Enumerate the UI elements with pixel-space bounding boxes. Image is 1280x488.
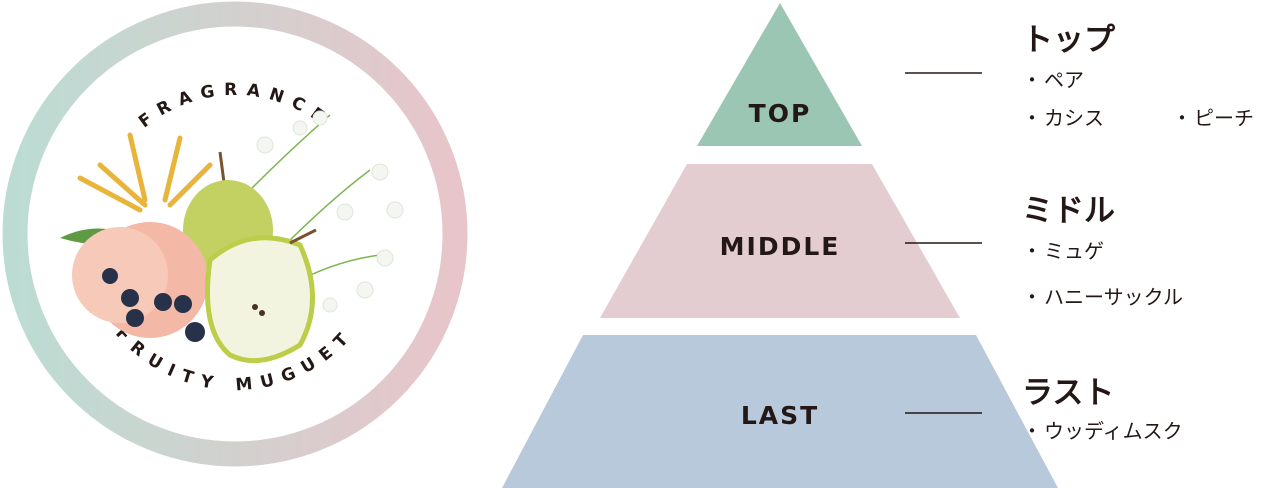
tier-label-top: TOP <box>749 99 812 128</box>
note-text: ミュゲ <box>1044 239 1104 263</box>
pyramid-top-tier <box>697 3 862 146</box>
notes-last-title: ラスト <box>1022 375 1115 411</box>
note-item: ・ウッディムスク <box>1022 419 1183 443</box>
tier-label-last: LAST <box>741 401 819 430</box>
bullet: ・ <box>1172 106 1192 130</box>
bullet: ・ <box>1022 285 1042 309</box>
fragrance-badge: FRAGRANCE FRUITY MUGUET <box>2 1 468 467</box>
notes-top-title: トップ <box>1022 22 1115 58</box>
notes-middle-title: ミドル <box>1022 193 1115 229</box>
bullet: ・ <box>1022 106 1042 130</box>
note-text: カシス <box>1044 106 1104 130</box>
pyramid-middle-tier <box>600 164 960 318</box>
pyramid-last-tier <box>502 335 1058 488</box>
note-text: ウッディムスク <box>1044 419 1183 443</box>
note-text: ハニーサックル <box>1044 285 1183 309</box>
bullet: ・ <box>1022 239 1042 263</box>
note-item: ・ハニーサックル <box>1022 285 1183 309</box>
note-item: ・ミュゲ <box>1022 239 1183 263</box>
notes-top: トップ ・ペア ・カシス・ピーチ <box>1022 20 1254 130</box>
note-text: ピーチ <box>1194 106 1254 130</box>
notes-middle: ミドル ・ミュゲ ・ハニーサックル <box>1022 191 1183 309</box>
fruit-illustration <box>60 110 404 364</box>
note-item-row: ・カシス・ピーチ <box>1022 106 1254 130</box>
note-text: ペア <box>1044 68 1084 92</box>
gradient-ring <box>2 1 468 467</box>
tier-label-middle: MIDDLE <box>720 232 841 261</box>
bullet: ・ <box>1022 68 1042 92</box>
note-item: ・ペア <box>1022 68 1254 92</box>
notes-last: ラスト ・ウッディムスク <box>1022 373 1183 443</box>
bullet: ・ <box>1022 419 1042 443</box>
